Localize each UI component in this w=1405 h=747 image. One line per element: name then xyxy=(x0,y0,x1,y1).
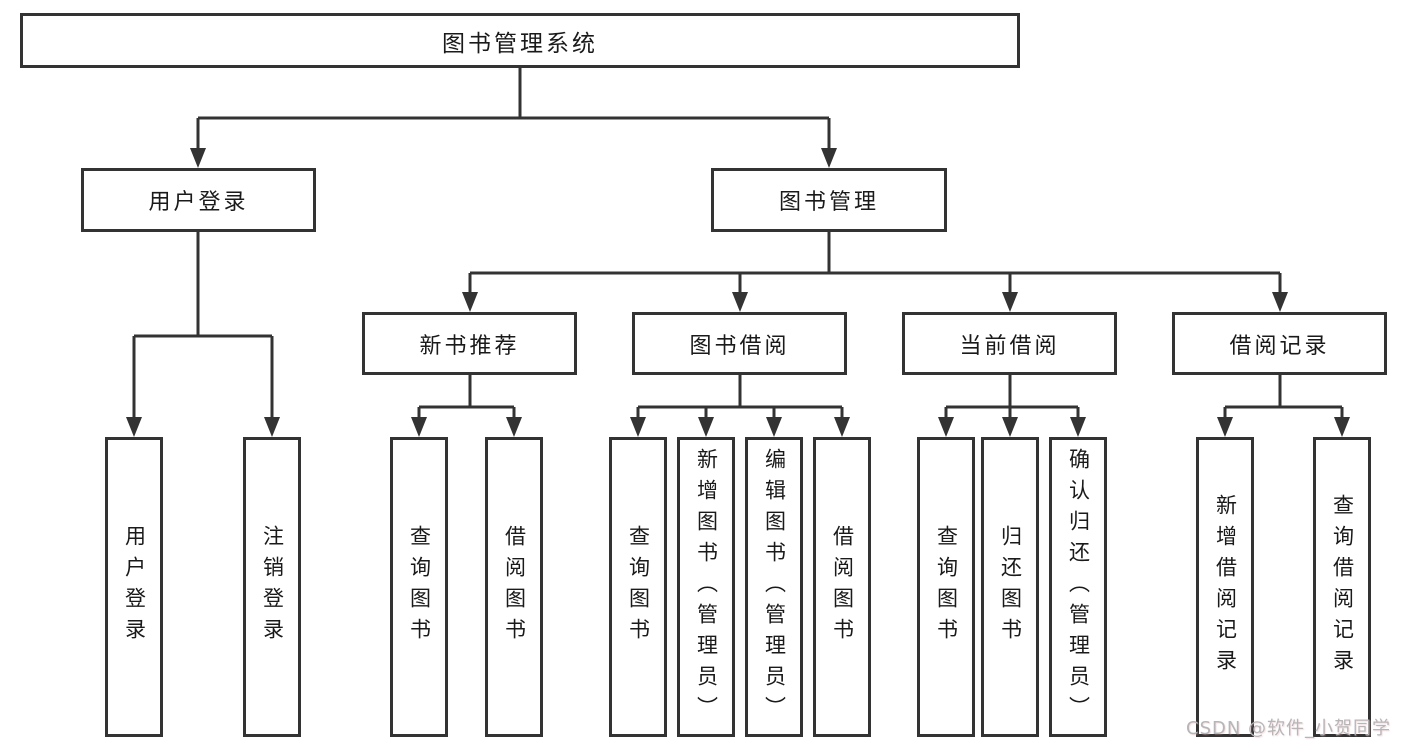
node-borrow-books-2: 借阅图书 xyxy=(813,437,871,737)
node-add-borrow-record: 新增借阅记录 xyxy=(1196,437,1254,737)
node-user-login-leaf: 用户登录 xyxy=(105,437,163,737)
arrowheads xyxy=(126,148,1350,437)
node-label: 查询图书 xyxy=(934,525,959,649)
watermark: CSDN @软件_小贺同学 xyxy=(1186,718,1392,739)
node-label: 用户登录 xyxy=(122,525,147,649)
connector-book-borrow-children xyxy=(636,375,844,433)
node-current-borrow: 当前借阅 xyxy=(902,312,1117,375)
arrowhead-icon xyxy=(732,292,748,312)
node-label: 图书借阅 xyxy=(689,333,790,359)
arrowhead-icon xyxy=(698,417,714,437)
connector-book-management-children xyxy=(468,232,1282,308)
node-book-management: 图书管理 xyxy=(711,168,947,232)
node-label: 查询借阅记录 xyxy=(1330,494,1355,680)
arrowhead-icon xyxy=(1272,292,1288,312)
arrowhead-icon xyxy=(126,417,142,437)
node-query-books-3: 查询图书 xyxy=(917,437,975,737)
node-book-borrow: 图书借阅 xyxy=(632,312,847,375)
arrowhead-icon xyxy=(938,417,954,437)
arrowhead-icon xyxy=(190,148,206,168)
connector-borrow-record-children xyxy=(1223,375,1344,433)
arrowhead-icon xyxy=(1002,417,1018,437)
node-add-book-admin: 新增图书（管理员） xyxy=(677,437,735,737)
connector-root-to-level2 xyxy=(196,68,831,164)
node-query-books-1: 查询图书 xyxy=(390,437,448,737)
node-confirm-return-admin: 确认归还（管理员） xyxy=(1049,437,1107,737)
node-label: 新书推荐 xyxy=(419,333,520,359)
node-user-login: 用户登录 xyxy=(81,168,316,232)
node-query-books-2: 查询图书 xyxy=(609,437,667,737)
node-query-borrow-record: 查询借阅记录 xyxy=(1313,437,1371,737)
node-label: 图书管理系统 xyxy=(442,30,598,57)
node-borrow-records: 借阅记录 xyxy=(1172,312,1387,375)
node-label: 新增借阅记录 xyxy=(1213,494,1238,680)
node-logout: 注销登录 xyxy=(243,437,301,737)
node-new-book-recommend: 新书推荐 xyxy=(362,312,577,375)
arrowhead-icon xyxy=(1217,417,1233,437)
node-label: 用户登录 xyxy=(148,190,249,215)
arrowhead-icon xyxy=(1334,417,1350,437)
arrowhead-icon xyxy=(1002,292,1018,312)
arrowhead-icon xyxy=(264,417,280,437)
arrowhead-icon xyxy=(630,417,646,437)
node-label: 编辑图书（管理员） xyxy=(762,447,787,727)
node-label: 确认归还（管理员） xyxy=(1066,447,1091,727)
arrowhead-icon xyxy=(462,292,478,312)
connector-user-login-children xyxy=(132,232,274,433)
node-label: 借阅图书 xyxy=(502,525,527,649)
node-label: 新增图书（管理员） xyxy=(694,447,719,727)
node-label: 借阅图书 xyxy=(830,525,855,649)
arrowhead-icon xyxy=(766,417,782,437)
arrowhead-icon xyxy=(821,148,837,168)
node-library-system: 图书管理系统 xyxy=(20,13,1020,68)
node-label: 查询图书 xyxy=(626,525,651,649)
node-label: 借阅记录 xyxy=(1229,333,1330,359)
connector-new-book-children xyxy=(417,375,516,433)
node-label: 归还图书 xyxy=(998,525,1023,649)
node-return-book: 归还图书 xyxy=(981,437,1039,737)
node-label: 查询图书 xyxy=(407,525,432,649)
arrowhead-icon xyxy=(834,417,850,437)
node-borrow-books-1: 借阅图书 xyxy=(485,437,543,737)
node-label: 图书管理 xyxy=(778,190,879,215)
node-label: 注销登录 xyxy=(260,525,285,649)
node-edit-book-admin: 编辑图书（管理员） xyxy=(745,437,803,737)
arrowhead-icon xyxy=(1070,417,1086,437)
arrowhead-icon xyxy=(506,417,522,437)
arrowhead-icon xyxy=(411,417,427,437)
node-label: 当前借阅 xyxy=(959,333,1060,359)
